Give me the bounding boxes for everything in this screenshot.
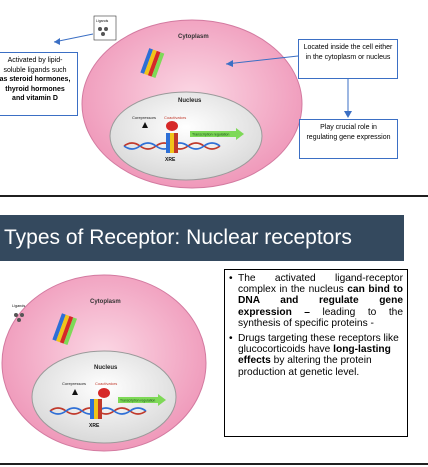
divider-top — [0, 195, 428, 197]
ligands-label: Ligands — [96, 19, 109, 23]
transcription-arrow — [118, 397, 158, 403]
corepressor-triangle — [142, 122, 148, 128]
coactivators-label: Coactivators — [95, 381, 117, 386]
coactivator-blob — [98, 388, 110, 398]
ligands-label: Ligands — [12, 304, 25, 308]
callout-gene-expression: Play crucial role in regulating gene exp… — [299, 119, 398, 159]
bullet-text-box: • The activated ligand-receptor complex … — [224, 269, 408, 437]
nucleus-label: Nucleus — [178, 98, 202, 104]
nucleus-label: Nucleus — [94, 365, 118, 371]
cytoplasm-label: Cytoplasm — [178, 34, 209, 40]
callout-activated-by: Activated by lipid- soluble ligands such… — [0, 52, 78, 116]
cytoplasm-label: Cytoplasm — [90, 299, 121, 305]
corepressors-label: Corepressors — [62, 381, 86, 386]
callout-located-inside: Located inside the cell either in the cy… — [298, 39, 398, 79]
receptor-icon — [52, 313, 77, 346]
bottom-cell-diagram: Cytoplasm Nucleus Corepressors Coactivat… — [1, 274, 207, 452]
receptor-icon — [140, 48, 165, 79]
xre-label: XRE — [89, 423, 100, 429]
transcription-arrow — [190, 131, 236, 137]
bullet-item: • Drugs targeting these receptors like g… — [229, 333, 399, 378]
xre-label: XRE — [165, 157, 176, 163]
top-arrows — [53, 33, 352, 118]
bullet-item: • The activated ligand-receptor complex … — [229, 273, 403, 329]
divider-bottom — [0, 463, 428, 465]
coactivators-label: Coactivators — [164, 115, 186, 120]
section-title: Types of Receptor: Nuclear receptors — [0, 215, 404, 261]
transcription-label: Transcription regulation — [120, 399, 155, 403]
corepressor-triangle — [72, 389, 78, 395]
transcription-label: Transcription regulation — [192, 133, 229, 137]
corepressors-label: Corepressors — [132, 115, 156, 120]
coactivator-blob — [166, 121, 178, 131]
nucleus — [109, 91, 263, 181]
